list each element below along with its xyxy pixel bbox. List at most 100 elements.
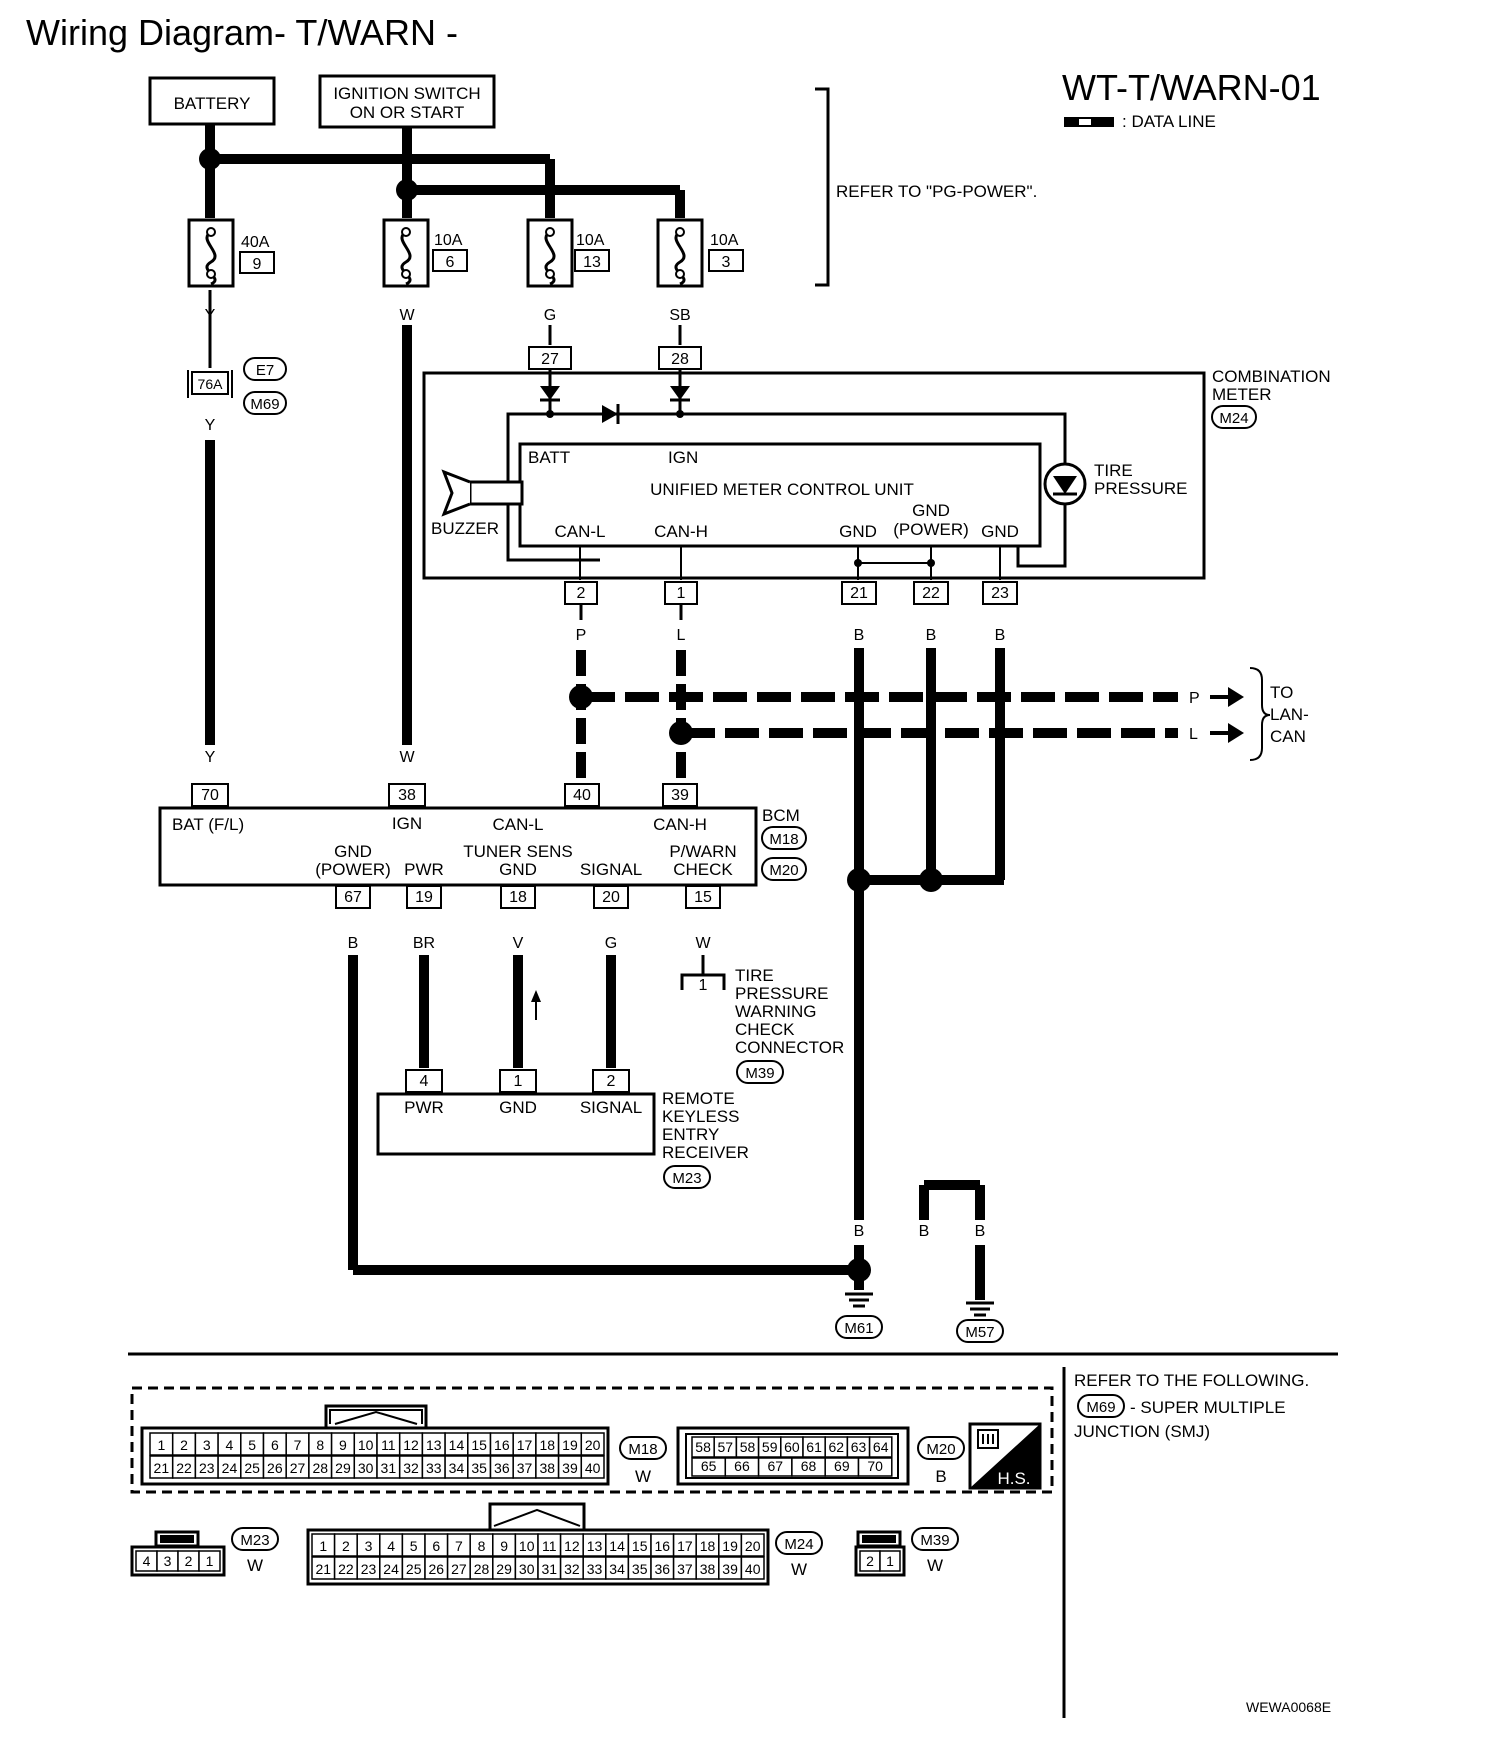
pin-number: 37 <box>677 1561 693 1577</box>
junction-conn-m69: M69 <box>250 396 279 413</box>
bcm-pin-18: 18 <box>509 889 527 906</box>
pin-number: 37 <box>517 1460 533 1476</box>
bcm-pin-39: 39 <box>671 787 689 804</box>
pin-number: 23 <box>199 1460 215 1476</box>
splice-dot <box>569 685 593 709</box>
junction-76a: 76A E7 M69 <box>187 357 287 415</box>
wire-color-w-bcm: W <box>399 749 415 766</box>
pin-number: 22 <box>338 1561 354 1577</box>
image-code: WEWA0068E <box>1246 1699 1331 1715</box>
reference-line-1: REFER TO THE FOLLOWING. <box>1074 1371 1309 1390</box>
bcm-pin-19: 19 <box>415 889 433 906</box>
battery-label: BATTERY <box>174 94 251 113</box>
lan-p-label: P <box>1189 690 1200 707</box>
lan-brace <box>1249 667 1271 761</box>
tire-pressure-check-connector: 1 TIRE PRESSURE WARNING CHECK CONNECTOR … <box>680 966 844 1084</box>
pin-number: 39 <box>722 1561 738 1577</box>
pin-number: 16 <box>655 1538 671 1554</box>
fuse-number: 9 <box>253 256 262 273</box>
check-connector-line-1: TIRE <box>735 966 774 985</box>
up-arrow-icon <box>531 990 541 1020</box>
pin-number: 12 <box>564 1538 580 1554</box>
pin-number: 6 <box>432 1538 440 1554</box>
pin-number: 60 <box>784 1439 800 1455</box>
pin-number: 39 <box>562 1460 578 1476</box>
pin-number: 4 <box>387 1538 395 1554</box>
bcm-top-pins: 70 38 40 39 <box>191 783 698 807</box>
wire-color-br: BR <box>413 935 435 952</box>
rke-connector: M23 <box>672 1170 701 1187</box>
pin-number: 3 <box>365 1538 373 1554</box>
fuse-rating: 40A <box>241 234 270 251</box>
rke-name-4: RECEIVER <box>662 1143 749 1162</box>
pin-number: 1 <box>886 1553 894 1569</box>
connector-m24-id: M24 <box>784 1536 813 1553</box>
junction-conn-e7: E7 <box>256 362 274 379</box>
bcm-pin-20: 20 <box>602 889 620 906</box>
connector-cavity <box>879 1550 901 1572</box>
diagram-code: WT-T/WARN-01 <box>1062 67 1321 108</box>
pin-number: 57 <box>718 1439 734 1455</box>
rke-name-1: REMOTE <box>662 1089 735 1108</box>
pin-number: 19 <box>562 1437 578 1453</box>
pin-number: 2 <box>866 1553 874 1569</box>
bcm-pin-38: 38 <box>398 787 416 804</box>
meter-canl-label: CAN-L <box>554 522 605 541</box>
meter-batt-label: BATT <box>528 448 570 467</box>
connector-m23-color: W <box>247 1556 263 1575</box>
bcm-gnd-label-2: (POWER) <box>315 860 391 879</box>
ignition-label-1: IGNITION SWITCH <box>333 84 480 103</box>
pin-number: 7 <box>294 1437 302 1453</box>
pin-number: 38 <box>700 1561 716 1577</box>
ignition-switch-box: IGNITION SWITCH ON OR START <box>318 74 496 129</box>
meter-pin-2: 2 <box>577 585 586 602</box>
connector-m23-id: M23 <box>240 1532 269 1549</box>
check-connector-line-5: CONNECTOR <box>735 1038 844 1057</box>
meter-pin-27: 27 <box>541 351 559 368</box>
pin-number: 6 <box>271 1437 279 1453</box>
pin-number: 1 <box>206 1553 214 1569</box>
pin-number: 58 <box>740 1439 756 1455</box>
pin-number: 30 <box>519 1561 535 1577</box>
pin-number: 25 <box>244 1460 260 1476</box>
battery-box: BATTERY <box>148 76 276 126</box>
ground-icon <box>966 1301 994 1317</box>
pin-number: 3 <box>164 1553 172 1569</box>
pin-number: 4 <box>226 1437 234 1453</box>
bcm-canl-label: CAN-L <box>492 815 543 834</box>
wire-color-l: L <box>677 627 686 644</box>
pin-number: 1 <box>319 1538 327 1554</box>
meter-gnd-label: GND <box>839 522 877 541</box>
meter-gnd-power-label-2: (POWER) <box>893 520 969 539</box>
bcm-pwarn-label-1: P/WARN <box>669 842 736 861</box>
pin-number: 8 <box>316 1437 324 1453</box>
wire-color-w: W <box>399 307 415 324</box>
pin-number: 13 <box>426 1437 442 1453</box>
bcm-pin-70: 70 <box>201 787 219 804</box>
pin-number: 12 <box>403 1437 419 1453</box>
ground-icon <box>845 1292 873 1308</box>
pin-number: 5 <box>248 1437 256 1453</box>
pin-number: 14 <box>609 1538 625 1554</box>
hs-label: H.S. <box>997 1469 1030 1488</box>
pin-number: 8 <box>478 1538 486 1554</box>
connector-m39-id: M39 <box>920 1532 949 1549</box>
connector-m24-color: W <box>791 1560 807 1579</box>
tire-pressure-lamp-icon <box>1043 462 1087 506</box>
check-connector-line-3: WARNING <box>735 1002 817 1021</box>
pin-number: 66 <box>734 1458 750 1474</box>
pin-number: 32 <box>564 1561 580 1577</box>
pin-number: 26 <box>429 1561 445 1577</box>
arrow-icon <box>1210 687 1244 743</box>
connector-cavity <box>740 1556 765 1580</box>
ground-m57: M57 <box>965 1324 994 1341</box>
pin-number: 36 <box>494 1460 510 1476</box>
wire-color-g: G <box>544 307 556 324</box>
pin-number: 28 <box>474 1561 490 1577</box>
